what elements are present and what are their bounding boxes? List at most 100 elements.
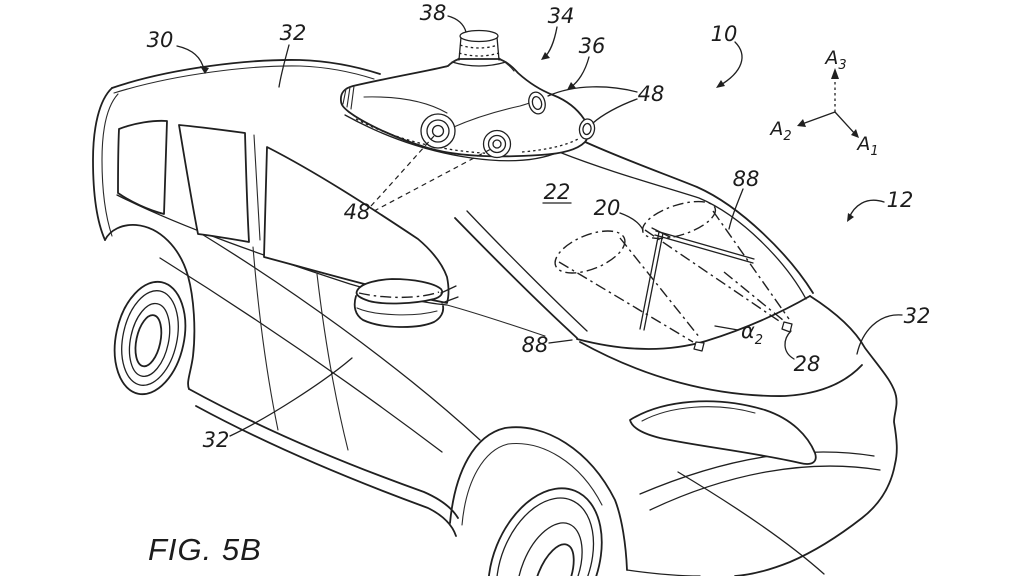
- front-rim: [516, 522, 583, 576]
- leader-32-fender: [856, 314, 903, 355]
- label-32-door: 32: [203, 428, 230, 452]
- axis-a1-shaft: [834, 111, 857, 136]
- sensor-pod: [340, 29, 596, 159]
- label-alpha2: α2: [741, 319, 763, 348]
- label-38: 38: [420, 1, 447, 25]
- wiper-arm-vertical-a: [639, 231, 660, 330]
- fov-ellipse-left: [554, 230, 626, 274]
- wiper-tip-right: [781, 321, 793, 333]
- figure-caption: FIG. 5B: [148, 532, 262, 567]
- pod-outline: [340, 58, 590, 158]
- lidar-dome-left: [445, 57, 460, 68]
- cowl-line: [576, 295, 811, 350]
- pod-base-dotted: [355, 118, 506, 155]
- quarter-window: [117, 119, 168, 215]
- label-48-pod: 48: [638, 82, 665, 106]
- axis-a3-arrowhead: [831, 68, 839, 79]
- mirror-arm-lower: [441, 296, 459, 304]
- fov-cone-left-a: [558, 261, 694, 343]
- axis-label-a3: A3: [823, 47, 846, 73]
- rear-tire-outer: [113, 280, 187, 396]
- leader-20: [619, 212, 644, 231]
- front-tire-inner: [495, 497, 595, 576]
- pod-base-dotted-right: [521, 138, 579, 153]
- fov-cone-right-mid: [723, 271, 790, 326]
- axis-a2-shaft: [801, 111, 836, 125]
- camera-ring-outer: [482, 129, 512, 159]
- wiper-arm-vertical-b: [643, 232, 664, 331]
- leader-lines: [176, 15, 903, 437]
- camera-ring-mid: [426, 119, 450, 143]
- roof-rail-under-pod: [344, 114, 560, 162]
- lidar-base: [451, 61, 507, 67]
- label-28: 28: [794, 352, 821, 376]
- label-30: 30: [147, 28, 174, 52]
- pod-tip-hatch-1: [342, 88, 347, 105]
- door-seam-rear: [252, 246, 279, 431]
- bumper-corner-line: [677, 471, 825, 575]
- camera-lens: [492, 139, 502, 149]
- body-crease-upper: [199, 232, 481, 441]
- sensor-fov-ellipses: [554, 200, 790, 343]
- body-crease-lower: [159, 257, 443, 453]
- leader-48-cameras-a: [370, 135, 435, 207]
- label-12: 12: [887, 188, 914, 212]
- mirror-top-face: [355, 278, 444, 305]
- leader-30: [176, 45, 205, 71]
- label-22-windshield: 22: [544, 180, 571, 204]
- leader-38: [447, 15, 467, 33]
- leader-88-upper: [728, 188, 744, 230]
- front-tire-outer: [487, 487, 603, 576]
- front-door-window: [263, 146, 450, 304]
- fov-cone-right-a: [644, 229, 783, 324]
- lidar-dome-right: [498, 57, 515, 72]
- roof-top-edge: [111, 59, 381, 89]
- rear-wheel: [113, 280, 187, 396]
- pod-camera-left: [420, 113, 456, 149]
- front-silhouette: [734, 295, 898, 576]
- windshield-frame: [344, 114, 814, 350]
- wiper-arm-diagonal-a: [655, 230, 755, 260]
- door-seam-front: [316, 273, 349, 451]
- camera-ring-outer: [528, 91, 546, 115]
- label-48-cameras: 48: [344, 200, 371, 224]
- front-wheel-arch: [449, 426, 628, 571]
- lidar-top: [459, 29, 499, 43]
- rocker-top-line: [188, 388, 459, 519]
- leader-28: [784, 330, 795, 360]
- camera-ring-mid: [487, 134, 507, 154]
- leader-88-lower: [548, 339, 573, 344]
- label-88-lower: 88: [522, 333, 549, 357]
- roof-rail-front: [582, 140, 814, 294]
- rear-hub: [134, 314, 163, 368]
- pod-camera-mid: [482, 129, 512, 159]
- wiper-tip-left: [693, 341, 705, 352]
- mirror-arm-upper: [440, 285, 457, 294]
- mirror-housing-line: [356, 307, 438, 316]
- lidar-band-2: [458, 52, 500, 57]
- leader-32-door: [229, 357, 353, 437]
- camera-ring-outer: [420, 113, 456, 149]
- a-pillar-outer: [454, 217, 578, 339]
- pod-camera-top: [528, 91, 546, 115]
- axis-a1-arrowhead: [851, 129, 859, 138]
- leader-12: [848, 199, 885, 219]
- camera-lens: [531, 95, 543, 111]
- wiper-arm-diagonal-b: [654, 234, 754, 264]
- label-20: 20: [594, 196, 621, 220]
- rear-tire-inner: [121, 290, 179, 386]
- label-36: 36: [579, 34, 606, 58]
- leader-36: [570, 56, 590, 88]
- leader-30-arrowhead: [200, 66, 209, 74]
- rear-edge-inner: [101, 93, 119, 237]
- front-end: [579, 295, 898, 576]
- rear-edge-outer: [92, 87, 113, 241]
- headlight-inner-line: [641, 406, 756, 422]
- pod-tip-hatch-3: [350, 85, 355, 110]
- label-34: 34: [548, 4, 575, 28]
- pod-tip-hatch-2: [346, 86, 351, 108]
- label-88-upper: 88: [733, 167, 760, 191]
- camera-lens: [582, 122, 592, 136]
- leader-48-cameras-b: [373, 148, 492, 212]
